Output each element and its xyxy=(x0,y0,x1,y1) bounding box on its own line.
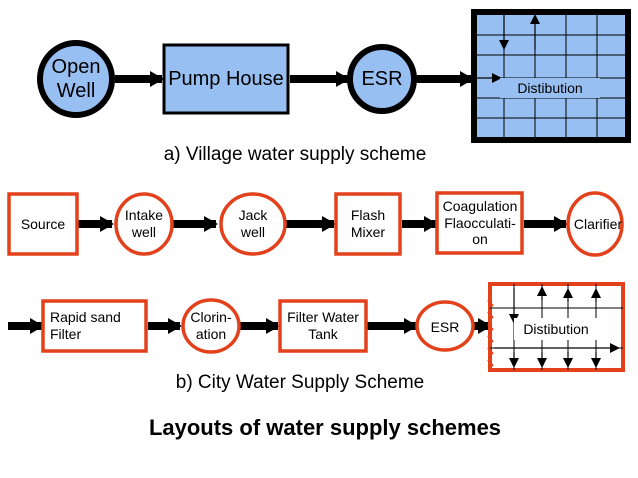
jack-well-node xyxy=(219,192,287,256)
open-well-label: Open Well xyxy=(51,56,101,102)
open-well-node xyxy=(37,40,115,118)
flash-mixer-node xyxy=(334,192,402,256)
coagulation-label: Coagulation Flaocculati- on xyxy=(442,197,518,248)
source-label: Source xyxy=(20,215,66,232)
flash-mixer-label: Flash Mixer xyxy=(350,207,386,240)
village-distribution-grid xyxy=(471,9,631,143)
source-node xyxy=(7,192,79,256)
rapid-sand-filter-node xyxy=(41,299,148,353)
rapid-sand-filter-label: Rapid sand Filter xyxy=(50,309,121,342)
esr-label: ESR xyxy=(361,68,403,90)
city-distribution-label: Distibution xyxy=(514,318,598,340)
filter-water-tank-label: Filter Water Tank xyxy=(287,309,359,342)
page-title: Layouts of water supply schemes xyxy=(148,415,502,440)
pump-house-label: Pump House xyxy=(168,68,284,90)
city-esr-label: ESR xyxy=(430,318,460,335)
clarifier-node xyxy=(566,191,624,257)
intake-well-label: Intake well xyxy=(124,207,164,240)
coagulation-node xyxy=(435,191,524,255)
intake-well-node xyxy=(114,192,174,256)
chlorination-node xyxy=(181,298,241,354)
city-caption: b) City Water Supply Scheme xyxy=(175,372,425,393)
chlorination-label: Clorin- ation xyxy=(190,309,232,342)
village-caption: a) Village water supply scheme xyxy=(163,144,427,165)
filter-water-tank-node xyxy=(278,299,368,353)
esr-node xyxy=(347,44,417,114)
pump-house-node xyxy=(162,43,290,115)
city-esr-node xyxy=(415,300,475,352)
jack-well-label: Jack well xyxy=(238,207,268,240)
village-distribution-label: Distibution xyxy=(500,78,600,98)
clarifier-label: Clarifier xyxy=(573,215,623,232)
